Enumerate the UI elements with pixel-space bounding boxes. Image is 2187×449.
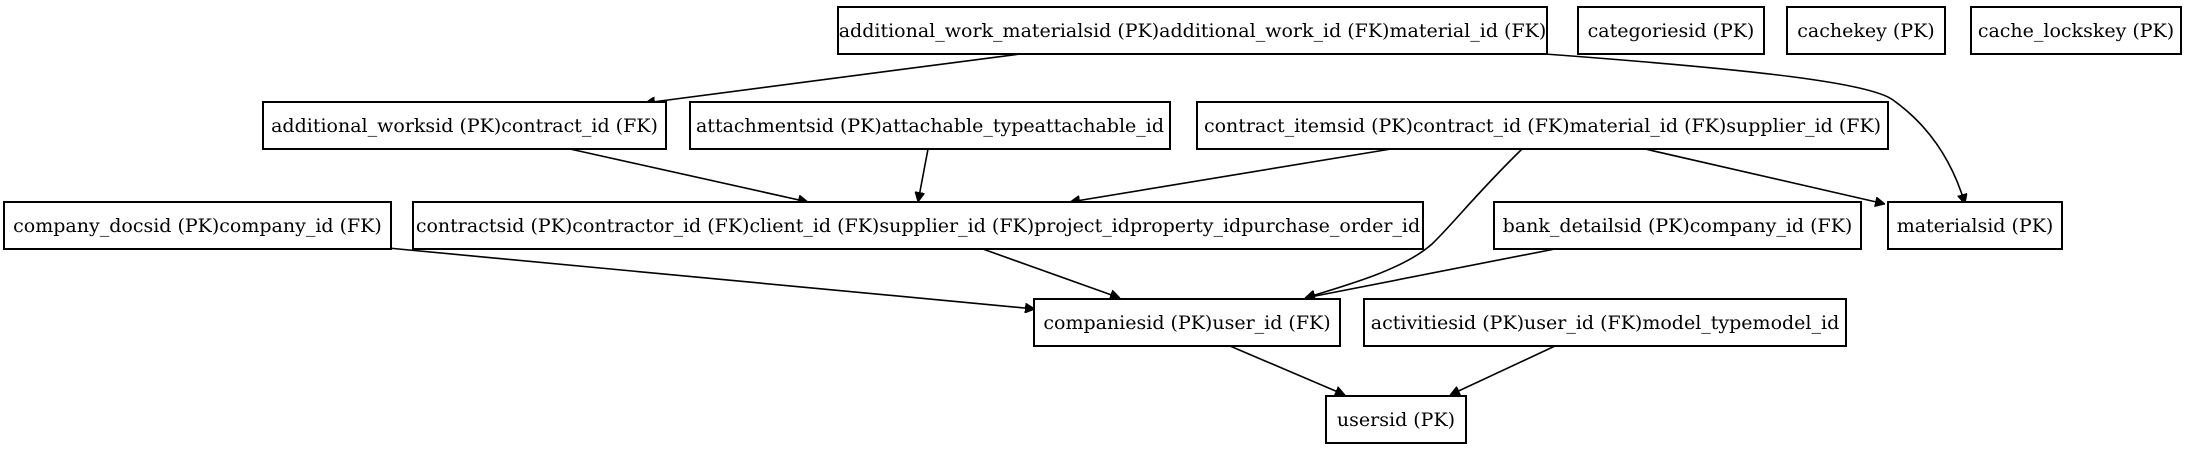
- table-node-cache: cachekey (PK): [1786, 6, 1946, 55]
- table-node-materials: materialsid (PK): [1887, 201, 2063, 250]
- table-node-contracts: contractsid (PK)contractor_id (FK)client…: [412, 201, 1424, 250]
- edge-contract-items-to-companies: [1305, 148, 1523, 298]
- node-label: company_docsid (PK)company_id (FK): [13, 215, 382, 237]
- node-label: usersid (PK): [1337, 409, 1455, 431]
- table-node-users: usersid (PK): [1325, 395, 1467, 444]
- table-node-activities: activitiesid (PK)user_id (FK)model_typem…: [1363, 298, 1847, 347]
- node-label: additional_work_materialsid (PK)addition…: [839, 20, 1547, 42]
- edge-bank-details-to-companies: [1305, 247, 1561, 298]
- table-node-contract-items: contract_itemsid (PK)contract_id (FK)mat…: [1196, 101, 1889, 150]
- table-node-company-docs: company_docsid (PK)company_id (FK): [3, 201, 392, 250]
- edge-company-docs-to-companies: [387, 247, 1035, 309]
- edge-additional-work-materials-to-materials: [1544, 53, 1965, 204]
- node-label: cache_lockskey (PK): [1978, 20, 2174, 42]
- node-label: additional_worksid (PK)contract_id (FK): [271, 115, 658, 137]
- edge-additional-work-materials-to-additional-works: [645, 53, 1021, 103]
- edge-activities-to-users: [1450, 345, 1556, 395]
- table-node-attachments: attachmentsid (PK)attachable_typeattacha…: [689, 101, 1171, 150]
- edge-attachments-to-contracts: [918, 148, 929, 202]
- edge-layer: [387, 53, 1965, 395]
- node-label: contractsid (PK)contractor_id (FK)client…: [416, 215, 1420, 237]
- node-label: contract_itemsid (PK)contract_id (FK)mat…: [1204, 115, 1881, 137]
- edge-companies-to-users: [1229, 345, 1345, 395]
- edge-contract-items-to-contracts: [1070, 148, 1392, 202]
- table-node-additional-work-materials: additional_work_materialsid (PK)addition…: [837, 6, 1548, 55]
- node-label: categoriesid (PK): [1588, 20, 1755, 42]
- table-node-bank-details: bank_detailsid (PK)company_id (FK): [1493, 201, 1862, 250]
- table-node-companies: companiesid (PK)user_id (FK): [1033, 298, 1341, 347]
- node-label: bank_detailsid (PK)company_id (FK): [1503, 215, 1853, 237]
- table-node-categories: categoriesid (PK): [1577, 6, 1765, 55]
- edge-contract-items-to-materials: [1644, 148, 1885, 204]
- edge-contracts-to-companies: [979, 247, 1120, 298]
- table-node-additional-works: additional_worksid (PK)contract_id (FK): [262, 101, 667, 150]
- node-label: activitiesid (PK)user_id (FK)model_typem…: [1371, 312, 1839, 334]
- node-layer: additional_work_materialsid (PK)addition…: [3, 6, 2182, 444]
- node-label: attachmentsid (PK)attachable_typeattacha…: [696, 115, 1164, 137]
- node-label: materialsid (PK): [1897, 215, 2054, 237]
- node-label: cachekey (PK): [1797, 20, 1934, 42]
- table-node-cache-locks: cache_lockskey (PK): [1970, 6, 2182, 55]
- node-label: companiesid (PK)user_id (FK): [1043, 312, 1330, 334]
- edge-additional-works-to-contracts: [569, 148, 808, 202]
